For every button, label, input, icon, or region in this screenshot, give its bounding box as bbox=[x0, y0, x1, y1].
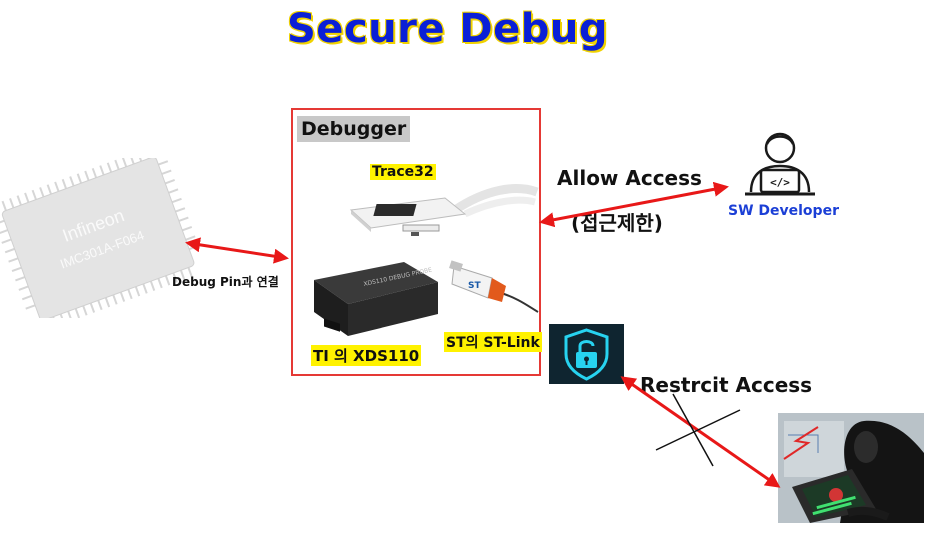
chip-debugger-arrow bbox=[185, 237, 289, 264]
stlink-device-text: ST bbox=[468, 281, 481, 291]
xds110-image: XDS110 DEBUG PROBE bbox=[314, 262, 438, 336]
trace32-image bbox=[349, 184, 539, 236]
sw-developer-label: SW Developer bbox=[728, 203, 839, 219]
cross-line-2 bbox=[655, 409, 741, 451]
developer-screen-text: </> bbox=[770, 176, 790, 189]
xds110-label: TI 의 XDS110 bbox=[311, 345, 422, 366]
restrict-access-label: Restrcit Access bbox=[640, 373, 813, 397]
shield-lock-icon bbox=[549, 324, 624, 384]
cross-line-1 bbox=[672, 393, 714, 467]
allow-access-label: Allow Access bbox=[557, 166, 702, 190]
trace32-label: Trace32 bbox=[370, 164, 436, 180]
access-restriction-label: (접근제한) bbox=[571, 211, 663, 235]
chip-image: Infineon IMC301A-F064 bbox=[0, 158, 199, 318]
hacker-image bbox=[778, 413, 924, 523]
debug-pin-label: Debug Pin과 연결 bbox=[172, 275, 279, 289]
developer-icon: </> bbox=[745, 132, 815, 196]
debugger-label: Debugger bbox=[297, 116, 411, 142]
stlink-label: ST의 ST-Link bbox=[444, 332, 542, 352]
debugger-box bbox=[291, 108, 541, 376]
stlink-image: ST bbox=[449, 260, 539, 313]
diagram-title: Secure Debug bbox=[287, 6, 608, 52]
